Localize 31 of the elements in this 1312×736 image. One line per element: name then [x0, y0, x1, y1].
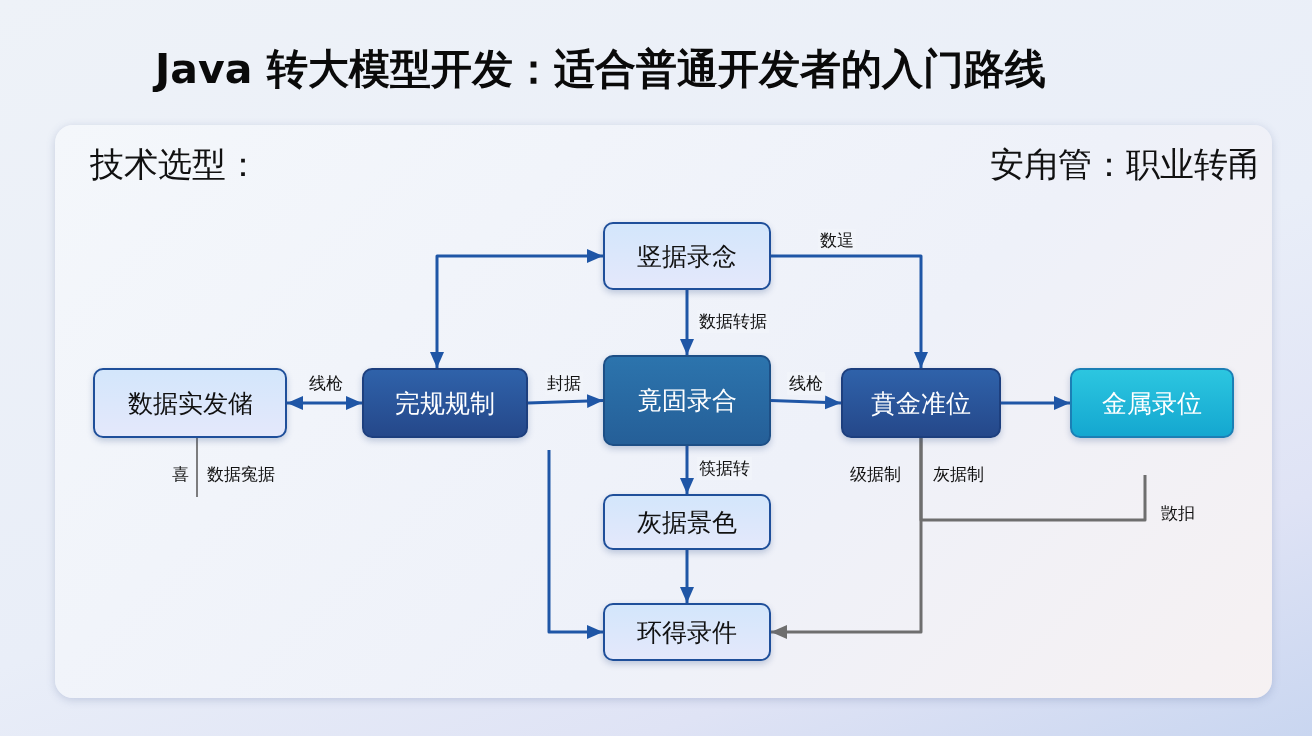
section-heading: 安甪管：职业转甬 — [990, 143, 1262, 186]
section-heading: 技术选型： — [90, 143, 260, 186]
arrow — [527, 394, 604, 409]
annotation-label: 级据制 — [850, 463, 901, 486]
arrow — [771, 254, 928, 368]
process-box: 竟固录合 — [603, 355, 771, 446]
annotation-label: 灰据制 — [933, 463, 984, 486]
arrow — [430, 249, 603, 368]
edge-label: 筷据转 — [697, 457, 752, 480]
arrow — [1001, 396, 1070, 410]
process-box: 完规规制 — [362, 368, 528, 438]
process-box: 竖据录念 — [603, 222, 771, 290]
annotation-label: 喜 — [172, 463, 189, 486]
arrow — [287, 396, 362, 410]
connector-line — [196, 437, 198, 498]
process-box: 数据实发储 — [93, 368, 287, 438]
process-box: 环得录件 — [603, 603, 771, 661]
process-box: 賁金准位 — [841, 368, 1001, 438]
arrow — [770, 395, 842, 410]
edge-label: 数逞 — [818, 229, 856, 252]
annotation-label: 数据寃据 — [207, 463, 275, 486]
arrow — [680, 290, 694, 355]
connector-line — [919, 438, 1147, 522]
arrow — [547, 450, 603, 639]
process-box: 灰据景色 — [603, 494, 771, 550]
arrow — [680, 550, 694, 603]
process-box: 金属录位 — [1070, 368, 1234, 438]
arrow — [680, 446, 694, 494]
edge-label: 数据转据 — [697, 310, 769, 333]
annotation-label: 敳抇 — [1161, 502, 1195, 525]
edge-label: 封据 — [545, 372, 583, 395]
